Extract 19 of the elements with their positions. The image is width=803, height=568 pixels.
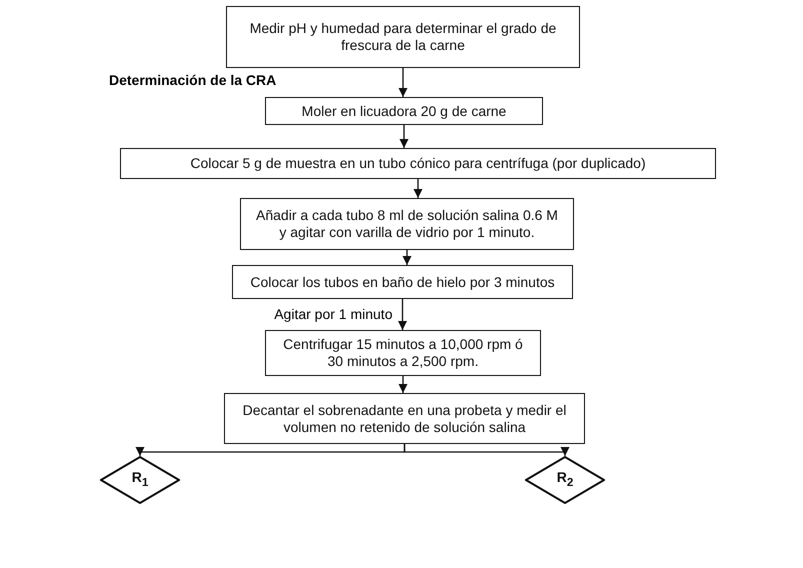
- decision-diamond: R$_{2}$: [525, 456, 605, 504]
- arrow: [413, 179, 423, 198]
- arrow: [135, 444, 406, 456]
- process-box: Centrifugar 15 minutos a 10,000 rpm ó 30 minutos a 2,500 rpm.: [265, 330, 541, 376]
- section-heading: Determinación de la CRA: [109, 72, 276, 88]
- process-box: Colocar 5 g de muestra en un tubo cónico para centrífuga (por duplicado): [120, 148, 716, 179]
- arrow: [398, 299, 408, 330]
- edge-label: Agitar por 1 minuto: [272, 306, 394, 322]
- arrow: [404, 444, 570, 456]
- arrow: [398, 68, 408, 97]
- arrow: [398, 376, 408, 393]
- process-box: Colocar los tubos en baño de hielo por 3 minutos: [232, 265, 573, 299]
- process-box: Medir pH y humedad para determinar el grado de frescura de la carne: [226, 6, 580, 68]
- process-box: Decantar el sobrenadante en una probeta y medir el volumen no retenido de solución salina: [224, 393, 585, 444]
- process-box: Añadir a cada tubo 8 ml de solución salina 0.6 M y agitar con varilla de vidrio por 1 minuto.: [240, 198, 574, 250]
- process-box: Moler en licuadora 20 g de carne: [265, 97, 543, 125]
- arrow: [399, 125, 409, 148]
- arrow: [402, 250, 412, 265]
- decision-diamond: R$_{1}$: [100, 456, 180, 504]
